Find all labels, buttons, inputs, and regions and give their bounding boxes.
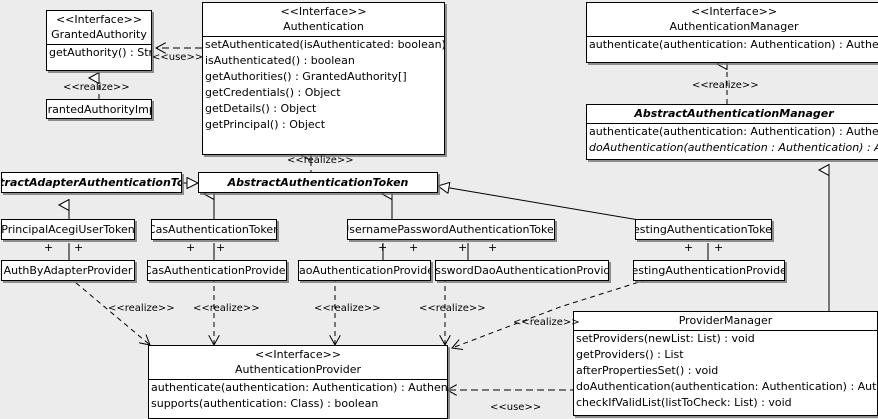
operation-row: authenticate(authentication: Authenticat… — [589, 125, 878, 138]
class-name-label: AbstractAuthenticationManager — [634, 107, 834, 120]
class-name-label: AuthenticationProvider — [234, 363, 362, 376]
divider — [574, 330, 877, 331]
class-name-label: PrincipalAcegiUserToken — [1, 223, 135, 236]
operations-compartment: authenticate(authentication: Authenticat… — [587, 37, 878, 53]
class-name-label: UsernamePasswordAuthenticationToken — [347, 223, 555, 236]
divider — [47, 44, 151, 45]
class-granted-authority[interactable]: <<Interface>> GrantedAuthority getAuthor… — [46, 10, 152, 71]
operation-row: getAuthorities() : GrantedAuthority[] — [205, 70, 407, 83]
edge-label-realize-abstract-authentication-token: <<realize>> — [287, 155, 354, 166]
class-authentication-manager[interactable]: <<Interface>> AuthenticationManager auth… — [586, 2, 878, 63]
class-name-label: AuthenticationManager — [669, 20, 799, 33]
class-cas-authentication-provider[interactable]: CasAuthenticationProvider — [147, 260, 287, 281]
edge-label-realize-granted-authority-impl: <<realize>> — [63, 82, 130, 93]
class-header: <<Interface>> AuthenticationProvider — [149, 346, 447, 379]
class-cas-authentication-token[interactable]: CasAuthenticationToken — [151, 219, 277, 240]
edge-label-use-provider-manager: <<use>> — [490, 402, 542, 413]
operation-row: doAuthentication(authentication : Authen… — [589, 141, 878, 154]
edge-label-realize-testing-authentication-provider: <<realize>> — [513, 317, 580, 328]
class-name-label: GrantedAuthorityImpl — [47, 102, 151, 116]
multiplicity-marker: + — [186, 241, 196, 254]
class-abstract-authentication-manager[interactable]: AbstractAuthenticationManager authentica… — [586, 104, 878, 160]
class-header: ProviderManager — [574, 312, 877, 330]
multiplicity-marker: + — [74, 241, 84, 254]
multiplicity-marker: + — [216, 241, 226, 254]
class-name-label: CasAuthenticationToken — [151, 223, 277, 236]
operation-row: checkIfValidList(listToCheck: List) : vo… — [576, 396, 792, 409]
class-granted-authority-impl[interactable]: GrantedAuthorityImpl — [46, 99, 152, 119]
class-auth-by-adapter-provider[interactable]: AuthByAdapterProvider — [1, 260, 135, 281]
class-header: <<Interface>> Authentication — [203, 3, 444, 36]
class-name-label: PasswordDaoAuthenticationProvider — [435, 264, 608, 277]
divider — [149, 379, 447, 380]
class-dao-authentication-provider[interactable]: DaoAuthenticationProvider — [298, 260, 431, 281]
operation-row: getProviders() : List — [576, 348, 684, 361]
class-name-label: GrantedAuthority — [51, 28, 147, 41]
operation-row: authenticate(authentication: Authenticat… — [589, 38, 878, 51]
class-name-label: TestingAuthenticationProvider — [633, 264, 785, 277]
multiplicity-marker: + — [684, 241, 694, 254]
edge-label-realize-password-dao-authentication-provider: <<realize>> — [419, 303, 486, 314]
operations-compartment: setAuthenticated(isAuthenticated: boolea… — [203, 37, 444, 133]
divider — [587, 36, 878, 37]
class-testing-authentication-token[interactable]: TestingAuthenticationToken — [635, 219, 772, 240]
operation-row: doAuthentication(authentication: Authent… — [576, 380, 877, 393]
class-name-label: AbstractAuthenticationToken — [227, 176, 409, 189]
operation-row: setAuthenticated(isAuthenticated: boolea… — [205, 38, 445, 51]
operations-compartment: authenticate(authentication: Authenticat… — [149, 380, 447, 412]
multiplicity-marker: + — [378, 241, 388, 254]
operation-row: getDetails() : Object — [205, 102, 317, 115]
class-name-label: Authentication — [283, 20, 364, 33]
edge-label-realize-abstract-authentication-manager: <<realize>> — [692, 80, 759, 91]
class-name-label: AbstractAdapterAuthenticationToken — [2, 176, 181, 189]
class-provider-manager[interactable]: ProviderManager setProviders(newList: Li… — [573, 311, 878, 416]
class-authentication-provider[interactable]: <<Interface>> AuthenticationProvider aut… — [148, 345, 448, 419]
class-name-label: TestingAuthenticationToken — [635, 223, 772, 236]
operation-row: getPrincipal() : Object — [205, 118, 326, 131]
class-username-password-authentication-token[interactable]: UsernamePasswordAuthenticationToken — [347, 219, 555, 240]
multiplicity-marker: + — [458, 241, 468, 254]
edge-label-realize-auth-by-adapter-provider: <<realize>> — [108, 303, 175, 314]
operation-row: supports(authentication: Class) : boolea… — [151, 397, 379, 410]
class-password-dao-authentication-provider[interactable]: PasswordDaoAuthenticationProvider — [435, 260, 609, 281]
class-authentication[interactable]: <<Interface>> Authentication setAuthenti… — [202, 2, 445, 155]
class-header: AbstractAuthenticationManager — [587, 105, 878, 123]
operation-row: getAuthority() : String — [49, 46, 152, 59]
class-abstract-adapter-authentication-token[interactable]: AbstractAdapterAuthenticationToken — [1, 172, 182, 193]
operation-row: afterPropertiesSet() : void — [576, 364, 719, 377]
class-principal-acegi-user-token[interactable]: PrincipalAcegiUserToken — [1, 219, 135, 240]
divider — [203, 36, 444, 37]
edge-label-realize-cas-authentication-provider: <<realize>> — [193, 303, 260, 314]
operations-compartment: authenticate(authentication: Authenticat… — [587, 124, 878, 156]
operation-row: getCredentials() : Object — [205, 86, 341, 99]
operation-row: authenticate(authentication: Authenticat… — [151, 381, 448, 394]
operation-row: isAuthenticated() : boolean — [205, 54, 355, 67]
class-abstract-authentication-token[interactable]: AbstractAuthenticationToken — [198, 172, 438, 193]
stereotype-label: <<Interface>> — [254, 348, 342, 361]
operation-row: setProviders(newList: List) : void — [576, 332, 755, 345]
class-name-label: DaoAuthenticationProvider — [298, 264, 430, 277]
stereotype-label: <<Interface>> — [55, 13, 143, 26]
multiplicity-marker: + — [409, 241, 419, 254]
multiplicity-marker: + — [44, 241, 54, 254]
edge-label-use-granted-authority: <<use>> — [152, 52, 204, 63]
class-header: <<Interface>> AuthenticationManager — [587, 3, 878, 36]
stereotype-label: <<Interface>> — [690, 5, 778, 18]
class-name-label: ProviderManager — [678, 314, 773, 327]
edge-label-realize-dao-authentication-provider: <<realize>> — [314, 303, 381, 314]
multiplicity-marker: + — [714, 241, 724, 254]
stereotype-label: <<Interface>> — [280, 5, 367, 18]
operations-compartment: setProviders(newList: List) : void getPr… — [574, 331, 877, 411]
class-name-label: CasAuthenticationProvider — [147, 264, 287, 277]
class-testing-authentication-provider[interactable]: TestingAuthenticationProvider — [633, 260, 785, 281]
operations-compartment: getAuthority() : String — [47, 45, 151, 61]
multiplicity-marker: + — [488, 241, 498, 254]
class-name-label: AuthByAdapterProvider — [3, 264, 133, 277]
divider — [587, 123, 878, 124]
class-header: <<Interface>> GrantedAuthority — [47, 11, 151, 44]
